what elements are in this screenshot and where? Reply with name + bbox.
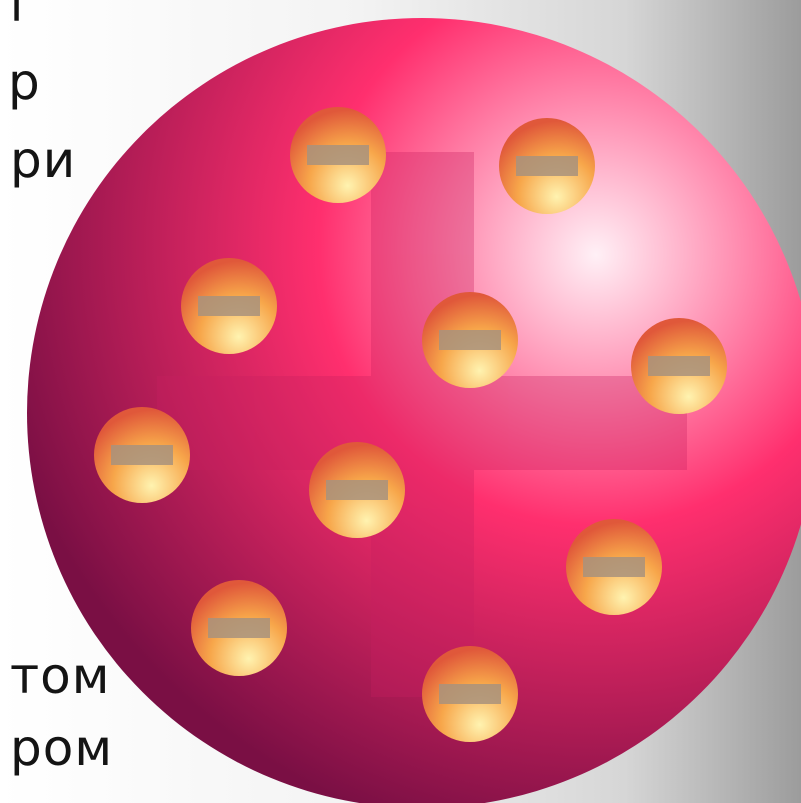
electron <box>422 292 518 388</box>
electron <box>566 519 662 615</box>
electron <box>181 258 277 354</box>
minus-icon <box>326 480 388 500</box>
minus-icon <box>439 684 501 704</box>
electron <box>499 118 595 214</box>
minus-icon <box>111 445 173 465</box>
minus-icon <box>198 296 260 316</box>
plus-horizontal-bar <box>157 376 687 470</box>
electron <box>290 107 386 203</box>
electron <box>309 442 405 538</box>
minus-icon <box>307 145 369 165</box>
minus-icon <box>439 330 501 350</box>
thomson-atom-diagram <box>14 0 801 803</box>
electron <box>191 580 287 676</box>
electron <box>631 318 727 414</box>
electron <box>422 646 518 742</box>
minus-icon <box>516 156 578 176</box>
minus-icon <box>208 618 270 638</box>
minus-icon <box>583 557 645 577</box>
electron <box>94 407 190 503</box>
minus-icon <box>648 356 710 376</box>
